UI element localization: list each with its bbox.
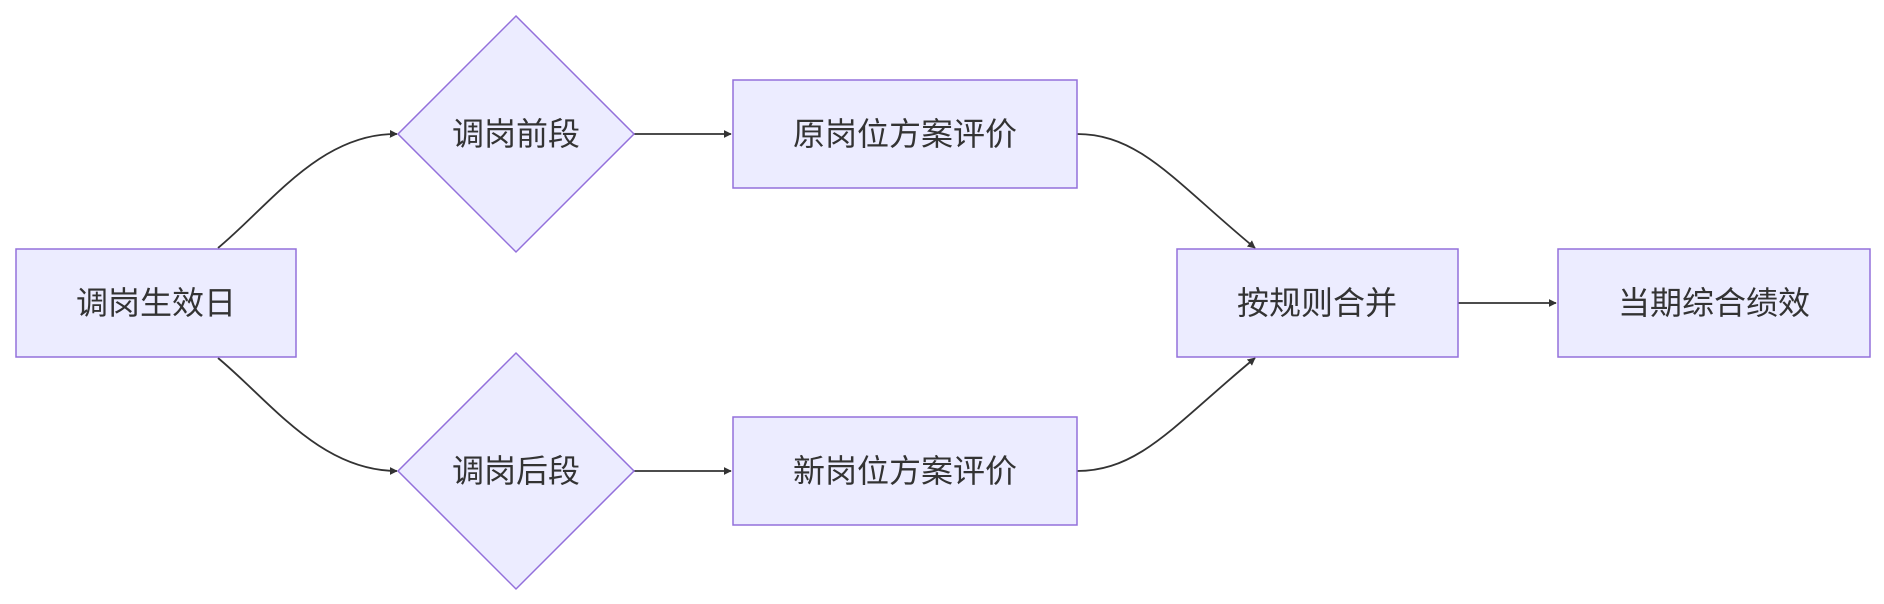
- node-new-position-eval-label: 新岗位方案评价: [793, 452, 1017, 490]
- node-effective-date-label: 调岗生效日: [76, 284, 236, 322]
- node-merge-by-rule: 按规则合并: [1176, 248, 1459, 358]
- node-period-overall-performance-label: 当期综合绩效: [1618, 284, 1810, 322]
- edge-old-eval-to-merge: [1076, 133, 1256, 249]
- node-effective-date: 调岗生效日: [15, 248, 297, 358]
- node-before-segment-label: 调岗前段: [452, 115, 580, 153]
- node-merge-by-rule-label: 按规则合并: [1237, 284, 1397, 322]
- edge-effective-to-after: [217, 357, 398, 475]
- edge-effective-to-before: [217, 129, 398, 249]
- node-period-overall-performance: 当期综合绩效: [1557, 248, 1871, 358]
- node-after-segment-label: 调岗后段: [452, 452, 580, 490]
- edge-new-eval-to-merge: [1076, 357, 1256, 472]
- node-new-position-eval: 新岗位方案评价: [732, 416, 1078, 526]
- node-after-segment: 调岗后段: [396, 351, 636, 591]
- node-old-position-eval-label: 原岗位方案评价: [793, 115, 1017, 153]
- node-old-position-eval: 原岗位方案评价: [732, 79, 1078, 189]
- node-before-segment: 调岗前段: [396, 14, 636, 254]
